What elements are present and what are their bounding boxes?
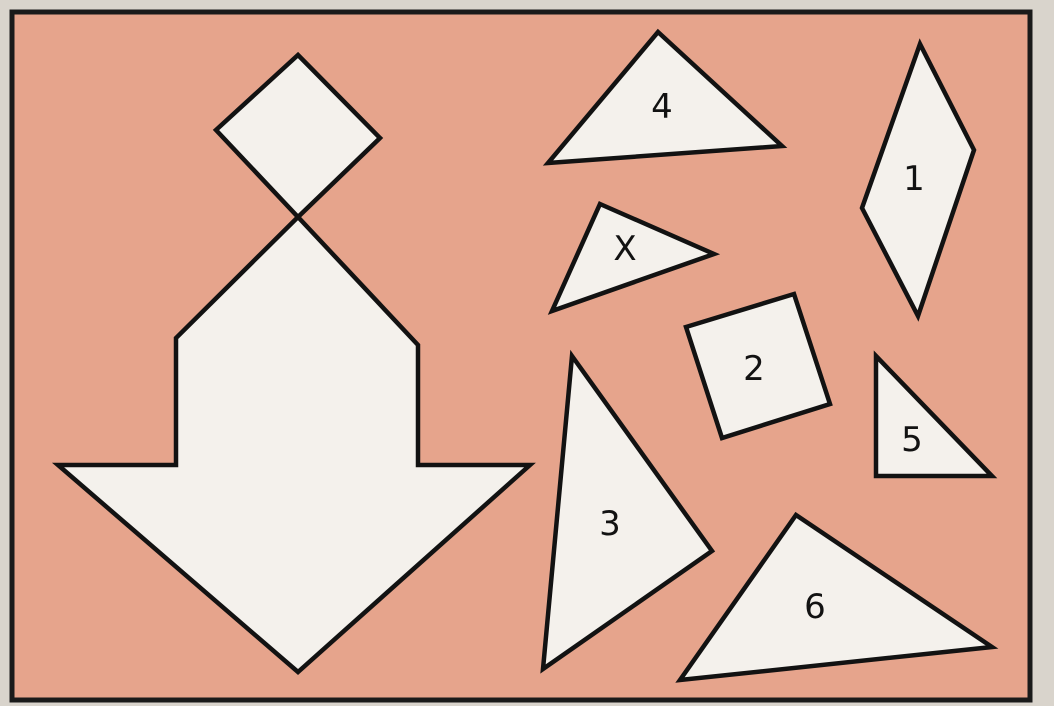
piece-label-3: 3 <box>599 504 621 544</box>
piece-label-1: 1 <box>903 159 925 199</box>
piece-label-4: 4 <box>651 87 673 127</box>
piece-label-x: X <box>613 229 636 269</box>
piece-label-5: 5 <box>901 420 923 460</box>
piece-label-6: 6 <box>804 587 826 627</box>
piece-label-2: 2 <box>743 349 765 389</box>
